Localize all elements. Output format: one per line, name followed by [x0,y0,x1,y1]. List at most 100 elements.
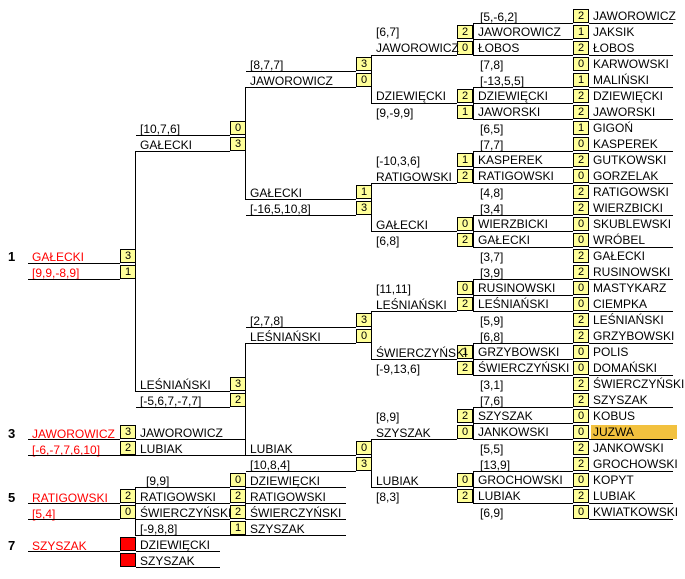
bracket-line [136,135,230,136]
score-box: 2 [573,153,589,167]
player-name: KASPEREK [593,137,658,151]
player-name: GRZYBOWSKI [478,345,560,359]
player-name: JAWORSKI [478,105,541,119]
set-scores: [3,9] [480,266,504,280]
score-box: 2 [457,25,473,39]
score-box: 2 [457,233,473,247]
player-name: ŚWIERCZYŃSKI [250,506,342,520]
score-box: 2 [573,9,589,23]
set-scores: [6,9] [480,506,504,520]
set-scores: [-16,5,10,8] [250,202,311,216]
score-box: 2 [457,409,473,423]
bracket-line [136,567,220,568]
bracket-line [474,359,573,360]
player-name: KASPEREK [478,153,543,167]
player-name: JAWOROWICZ [478,25,561,39]
score-box: 0 [573,409,589,423]
bracket-line [589,151,673,152]
score-box: 3 [356,201,372,215]
set-scores: [-13,5,5] [480,74,525,88]
set-scores: [9,9,-8,9] [32,266,80,280]
set-scores: [3,4] [480,202,504,216]
score-box: 2 [573,105,589,119]
bracket-line [474,39,573,40]
bracket-line [474,375,573,376]
bracket-line [246,199,356,200]
bracket-line [246,503,346,504]
score-box: 2 [230,505,246,519]
bracket-line [136,519,230,520]
bracket-line [474,343,573,344]
bracket-line [474,55,573,56]
score-box: 2 [120,441,136,455]
score-box: 0 [573,505,589,519]
set-scores: [-6,-7,7,6,10] [32,443,101,457]
score-box: 2 [457,297,473,311]
score-box: 0 [573,233,589,247]
score-box: 2 [573,489,589,503]
bracket-line [473,343,474,376]
player-name: DZIEWIĘCKI [250,474,321,488]
score-box: 2 [573,393,589,407]
score-box: 2 [457,361,473,375]
place-winner-name: RATIGOWSKI [32,491,108,505]
bracket-line [246,487,346,488]
bracket-line [473,215,474,248]
set-scores: [5,4] [32,507,56,521]
score-box: 0 [457,41,473,55]
bracket-line [246,327,356,328]
bracket-line [589,439,673,440]
score-box: 2 [573,201,589,215]
bracket-line [245,87,246,200]
bracket-line [473,407,474,440]
player-name: RUSINOWSKI [478,281,556,295]
set-scores: [3,7] [480,250,504,264]
bracket-line [474,87,573,88]
player-name: GAŁECKI [478,233,531,247]
bracket-line [474,183,573,184]
set-scores: [-9,8,8] [140,522,178,536]
score-box: 1 [120,265,136,279]
player-name: JANKOWSKI [593,441,664,455]
player-name: KOBUS [593,409,636,423]
set-scores: [8,7,7] [250,58,284,72]
bracket-line [474,407,573,408]
bracket-line [372,439,457,440]
player-name: GIGOŃ [593,121,634,135]
score-box: 0 [120,505,136,519]
score-box: 2 [573,377,589,391]
bracket-line [245,343,246,456]
bracket-line [136,551,220,552]
player-name: JANKOWSKI [478,425,549,439]
player-name: DZIEWIĘCKI [478,89,549,103]
player-name: LEŚNIAŃSKI [593,313,664,327]
player-name: ŚWIERCZYŃSKI [478,361,570,375]
player-name: ŁOBOS [593,41,635,55]
score-box: 3 [356,57,372,71]
score-box: 2 [230,489,246,503]
player-name: LEŚNIAŃSKI [376,298,447,312]
player-name: GORZELAK [593,169,659,183]
score-box: 1 [573,121,589,135]
player-name: GUTKOWSKI [593,153,667,167]
player-name: RATIGOWSKI [376,170,452,184]
player-name: ŁOBOS [478,41,520,55]
bracket-line [28,279,120,280]
bracket-line [246,343,356,344]
bracket-line [371,439,372,488]
bracket-line [474,231,573,232]
score-box: 1 [573,25,589,39]
bracket-line [474,503,573,504]
score-box: 2 [573,185,589,199]
score-box: 3 [120,425,136,439]
player-name: RATIGOWSKI [478,169,554,183]
bracket-line [135,151,136,392]
player-name: SZYSZAK [140,554,195,568]
score-box: 0 [457,425,473,439]
player-name: MASTYKARZ [593,281,667,295]
player-name: JAWOROWICZ [140,426,223,440]
player-name: DOMAŃSKI [593,361,658,375]
score-box: 2 [457,169,473,183]
bracket-line [589,375,673,376]
bracket-line [372,359,457,360]
